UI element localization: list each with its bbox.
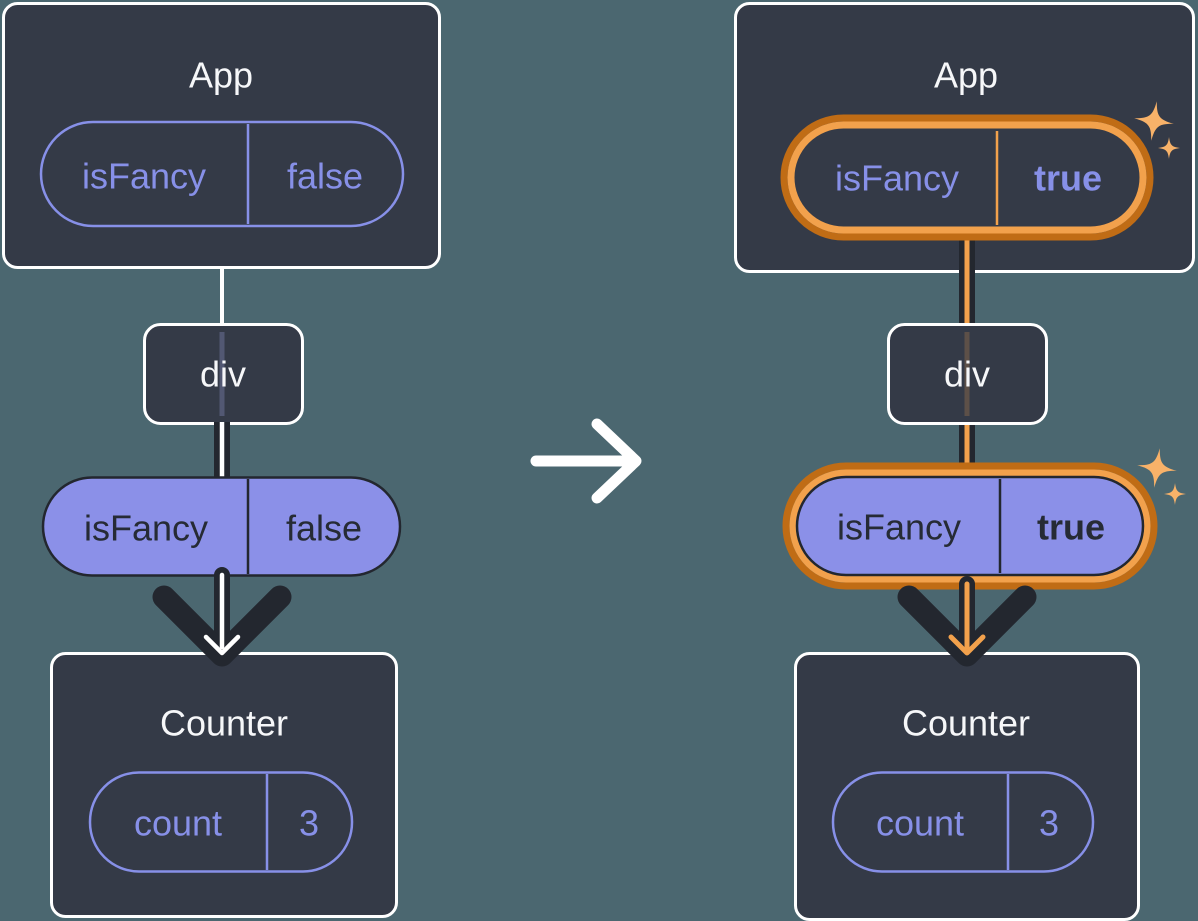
transition-arrow-head <box>591 418 642 504</box>
div-card <box>887 323 1048 425</box>
counter-card <box>50 652 398 918</box>
counter-state-pill: count 3 <box>831 771 1095 873</box>
passed-prop-name: isFancy <box>84 508 208 549</box>
state-value-label: 3 <box>1039 803 1059 844</box>
prop-name-label: isFancy <box>82 156 206 197</box>
state-name-label: count <box>876 803 964 844</box>
passed-prop-pill-highlighted: isFancy true <box>782 448 1186 590</box>
state-pill-outline <box>88 771 354 873</box>
after-panel: App isFancy true div isFancy true <box>734 2 1195 921</box>
passed-prop-name: isFancy <box>837 507 961 548</box>
state-pill-outline <box>831 771 1095 873</box>
prop-arrow-core-head <box>948 634 986 656</box>
div-label: div <box>200 354 246 395</box>
sparkle-icon <box>1137 448 1177 488</box>
sparkle-icon-small <box>1164 483 1186 505</box>
before-panel: App isFancy false div isFancy false Coun… <box>2 2 441 918</box>
prop-arrow-core-head <box>203 634 241 656</box>
prop-pill-outline <box>39 120 405 228</box>
app-title: App <box>189 55 253 96</box>
highlight-ring-outer <box>780 114 1154 241</box>
counter-title: Counter <box>902 703 1030 744</box>
transition-arrow-icon <box>530 418 642 504</box>
passed-prop-pill: isFancy false <box>41 476 402 577</box>
counter-title: Counter <box>160 703 288 744</box>
state-name-label: count <box>134 803 222 844</box>
app-card <box>2 2 441 269</box>
passed-prop-value: true <box>1037 507 1105 548</box>
div-label: div <box>944 354 990 395</box>
prop-arrow-highlighted <box>897 576 1037 667</box>
div-node: div <box>887 323 1048 425</box>
passed-pill-body <box>795 475 1145 577</box>
highlight-ring-inner <box>787 121 1147 234</box>
app-prop-pill-highlighted: isFancy true <box>780 101 1180 241</box>
sparkle-icon-small <box>1158 137 1180 159</box>
app-title: App <box>934 55 998 96</box>
sparkle-icon <box>1134 101 1174 141</box>
prop-value-label: true <box>1034 158 1102 199</box>
passed-prop-value: false <box>286 508 362 549</box>
prop-name-label: isFancy <box>835 158 959 199</box>
state-value-label: 3 <box>299 803 319 844</box>
app-prop-pill: isFancy false <box>39 120 405 228</box>
counter-state-pill: count 3 <box>88 771 354 873</box>
prop-value-label: false <box>287 156 363 197</box>
prop-arrow <box>152 567 292 667</box>
div-node: div <box>143 323 304 425</box>
